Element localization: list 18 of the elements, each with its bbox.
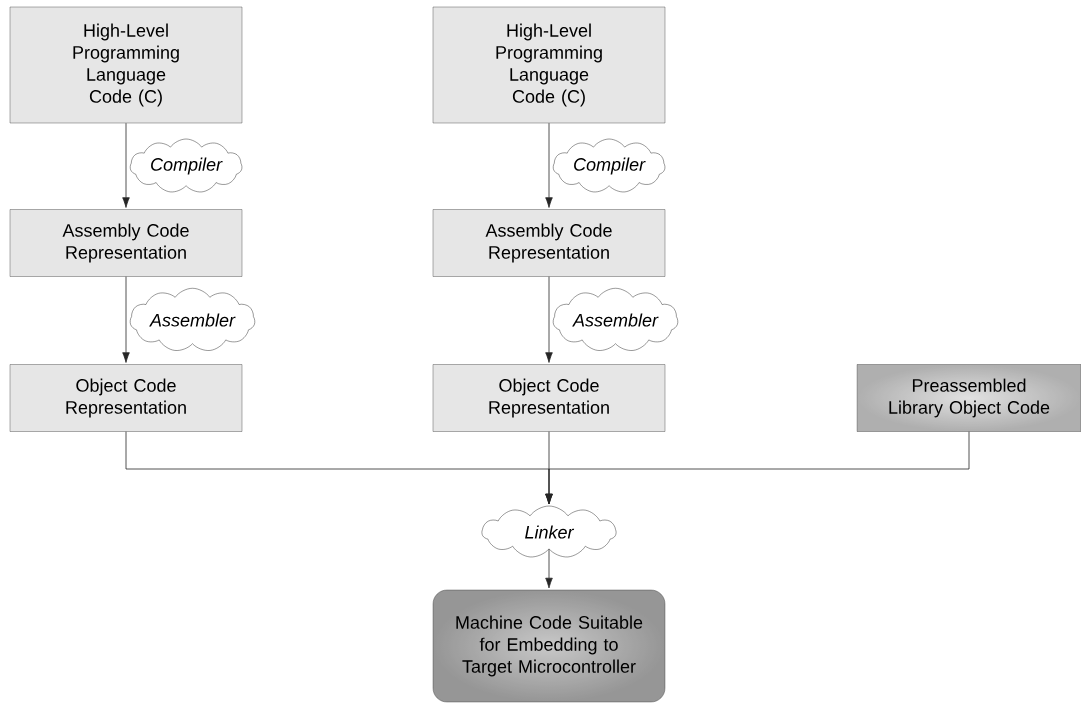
process-box: High-Level Programming Language Code (C) xyxy=(432,6,666,124)
process-box: Assembly Code Representation xyxy=(432,209,666,277)
library-box: Preassembled Library Object Code xyxy=(856,364,1081,432)
arrow xyxy=(545,431,970,505)
arrow xyxy=(122,276,130,363)
edge-label: Compiler xyxy=(553,138,666,193)
process-box: High-Level Programming Language Code (C) xyxy=(9,6,243,124)
process-box: Object Code Representation xyxy=(9,364,243,432)
arrow xyxy=(122,122,130,208)
arrow xyxy=(545,122,553,208)
edge-label: Assembler xyxy=(129,288,255,351)
edge-label: Compiler xyxy=(130,138,243,193)
arrow xyxy=(545,276,553,363)
tool-cloud: Linker xyxy=(481,505,617,558)
process-box: Object Code Representation xyxy=(432,364,666,432)
process-box: Assembly Code Representation xyxy=(9,209,243,277)
edge-label: Assembler xyxy=(552,288,679,351)
output-box: Machine Code Suitable for Embedding to Target Microcontroller xyxy=(432,589,666,703)
